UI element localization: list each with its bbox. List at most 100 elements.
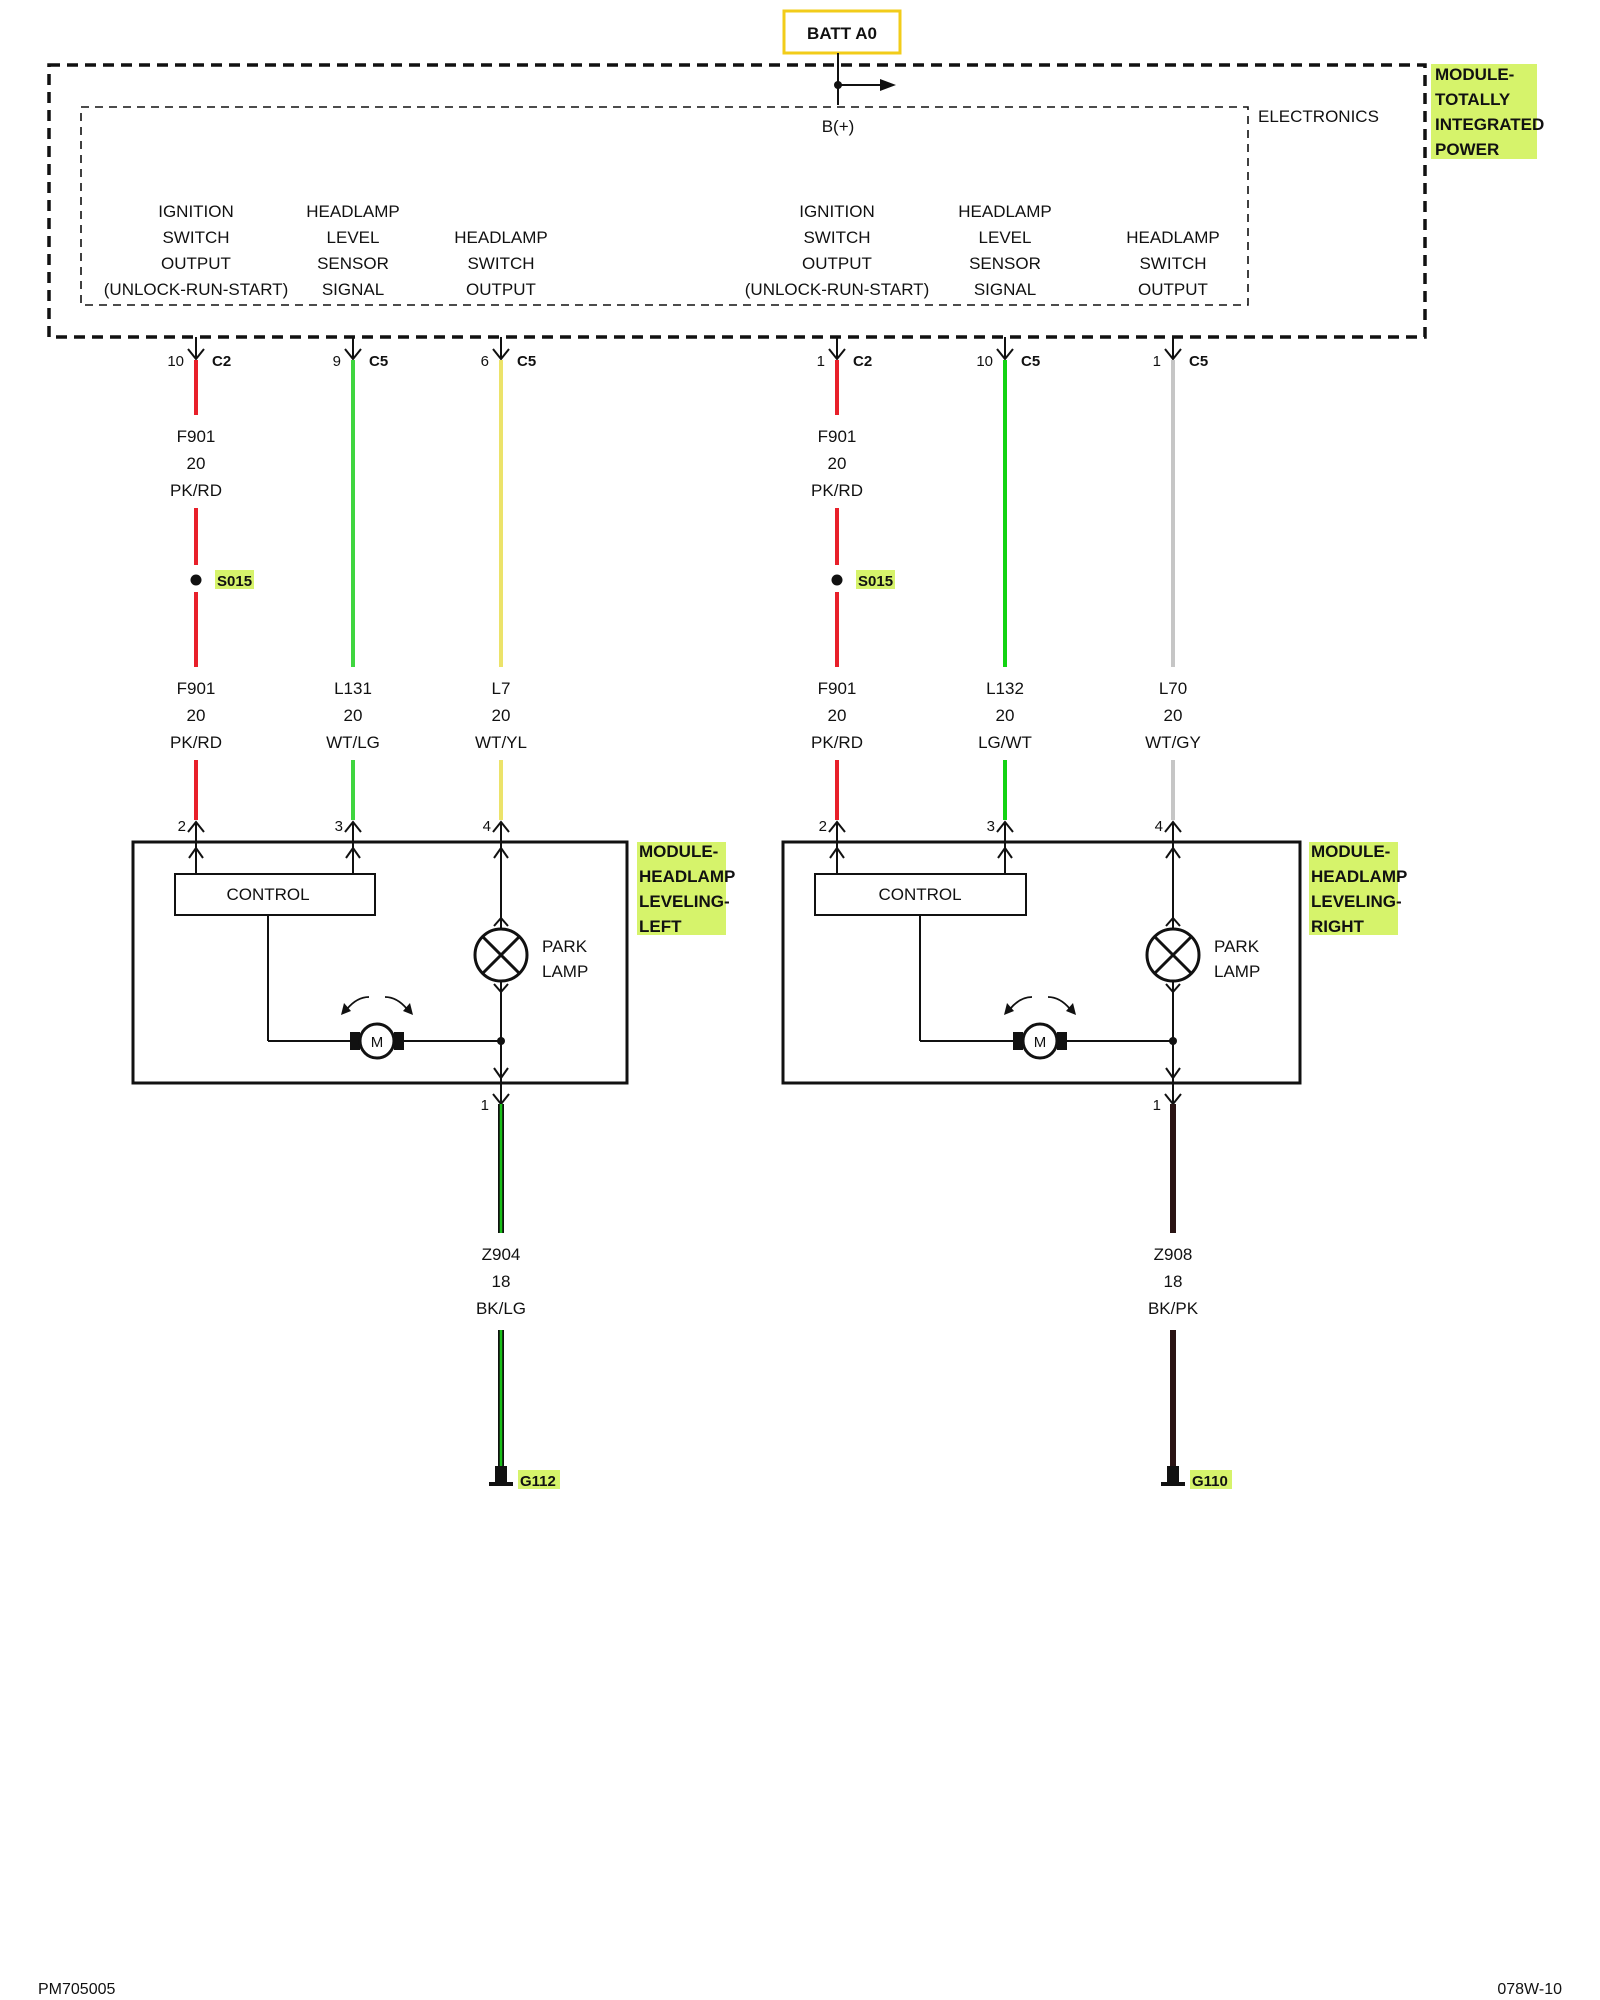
module-label-line: MODULE-	[1311, 842, 1390, 861]
ground-label-highlight	[518, 1470, 560, 1489]
module-border	[781, 840, 1302, 1085]
tipm-function-label: SWITCH	[162, 228, 229, 247]
module-label-line: RIGHT	[1311, 917, 1365, 936]
tipm-function-label: IGNITION	[158, 202, 234, 221]
tipm-pin-connector: C5	[517, 353, 536, 370]
park-lamp-terminal	[1165, 916, 1181, 927]
wire-label-lower: PK/RD	[811, 733, 863, 752]
wire-label-lower: 20	[1164, 706, 1183, 725]
motor-rotation-arrowhead	[341, 1003, 351, 1015]
park-lamp-label: PARK	[1214, 937, 1260, 956]
wire-label-lower: F901	[177, 679, 216, 698]
park-lamp-label: LAMP	[542, 962, 588, 981]
control-feed-arrow	[829, 846, 845, 859]
wire-label-upper: 20	[828, 454, 847, 473]
park-lamp-terminal	[493, 983, 509, 994]
wire-label-lower: F901	[818, 679, 857, 698]
tipm-pin-number: 10	[976, 353, 993, 370]
motor-terminal	[1057, 1032, 1067, 1050]
module-label-line: LEFT	[639, 917, 682, 936]
ground-lead-arrow	[493, 1067, 509, 1080]
batt-junction-dot	[834, 81, 842, 89]
park-lamp-feed-arrow	[1165, 846, 1181, 859]
module-label-line: LEVELING-	[1311, 892, 1402, 911]
tipm-pin-number: 10	[167, 353, 184, 370]
splice-label-highlight	[856, 570, 895, 589]
tipm-function-label: LEVEL	[327, 228, 380, 247]
tipm-function-label: OUTPUT	[466, 280, 536, 299]
ground-wire-label: Z904	[482, 1245, 521, 1264]
tipm-function-label: SIGNAL	[974, 280, 1036, 299]
wire-label-upper: F901	[818, 427, 857, 446]
tipm-pin-connector: C5	[369, 353, 388, 370]
tipm-function-label: OUTPUT	[161, 254, 231, 273]
tipm-function-label: HEADLAMP	[1126, 228, 1220, 247]
tipm-pin-number: 9	[333, 353, 341, 370]
footer-right-code: 078W-10	[1497, 1981, 1562, 1998]
electronics-border	[80, 106, 1249, 306]
headlamp-leveling-right-module: MODULE- HEADLAMP LEVELING- RIGHT CONTROL M PAR…	[781, 840, 1407, 1490]
motor-rotation-arrow-icon	[1047, 996, 1071, 1010]
tipm-module-border	[47, 63, 1427, 339]
motor-rotation-arrow-icon	[384, 996, 408, 1010]
splice-dot	[190, 574, 202, 586]
module-pin-number: 4	[483, 818, 491, 835]
wire-label-lower: WT/YL	[475, 733, 527, 752]
tipm-function-label: HEADLAMP	[454, 228, 548, 247]
wire-label-lower: L132	[986, 679, 1024, 698]
tipm-function-label: HEADLAMP	[306, 202, 400, 221]
ground-wire-label: 18	[492, 1272, 511, 1291]
tipm-pin-number: 1	[817, 353, 825, 370]
wire-label-upper: F901	[177, 427, 216, 446]
ground-pin-number: 1	[481, 1097, 489, 1114]
motor-rotation-arrowhead	[1066, 1003, 1076, 1015]
module-label-line: HEADLAMP	[639, 867, 735, 886]
park-lamp-filament	[1153, 935, 1193, 975]
ground-symbol-icon	[1167, 1466, 1179, 1484]
motor-terminal	[1013, 1032, 1023, 1050]
tipm-pin-connector: C2	[212, 353, 231, 370]
motor-icon	[358, 1022, 396, 1060]
ground-label: G110	[1192, 1473, 1228, 1490]
wire-label-upper: PK/RD	[170, 481, 222, 500]
wire-label-lower: WT/LG	[326, 733, 380, 752]
motor-terminal	[350, 1032, 360, 1050]
module-pin-number: 2	[819, 818, 827, 835]
ground-symbol-icon	[495, 1466, 507, 1484]
motor-icon	[1021, 1022, 1059, 1060]
motor-label: M	[1034, 1034, 1047, 1051]
motor-terminal	[394, 1032, 404, 1050]
wire-label-lower: LG/WT	[978, 733, 1032, 752]
circuit-columns: IGNITIONSWITCHOUTPUT(UNLOCK-RUN-START)10…	[104, 202, 1220, 842]
ground-pin-number: 1	[1153, 1097, 1161, 1114]
electronics-label: ELECTRONICS	[1258, 107, 1379, 126]
motor-rotation-arrow-icon	[1009, 996, 1033, 1010]
motor-rotation-arrowhead	[403, 1003, 413, 1015]
module-pin-number: 3	[987, 818, 995, 835]
tipm-function-label: SWITCH	[803, 228, 870, 247]
wire-label-lower: L131	[334, 679, 372, 698]
module-pin-number: 4	[1155, 818, 1163, 835]
control-label: CONTROL	[878, 885, 961, 904]
tipm-label-line-3: INTEGRATED	[1435, 115, 1544, 134]
batt-label: BATT A0	[807, 24, 877, 43]
control-box	[814, 873, 1027, 916]
headlamp-leveling-left-module: MODULE-HEADLAMPLEVELING-LEFTCONTROLMPARK…	[131, 840, 735, 1490]
tipm-pin-connector: C5	[1021, 353, 1040, 370]
tipm-function-label: OUTPUT	[1138, 280, 1208, 299]
batt-arrow-icon	[880, 79, 896, 91]
module-pin-number: 3	[335, 818, 343, 835]
ground-wire-label: Z908	[1154, 1245, 1193, 1264]
wire-label-lower: 20	[187, 706, 206, 725]
wire-label-upper: PK/RD	[811, 481, 863, 500]
module-label-line: HEADLAMP	[1311, 867, 1407, 886]
ground-wire-label: 18	[1164, 1272, 1183, 1291]
park-lamp-terminal	[493, 916, 509, 927]
park-lamp-filament	[481, 935, 521, 975]
module-label-highlight	[1309, 842, 1398, 935]
ground-label: G112	[520, 1473, 556, 1490]
